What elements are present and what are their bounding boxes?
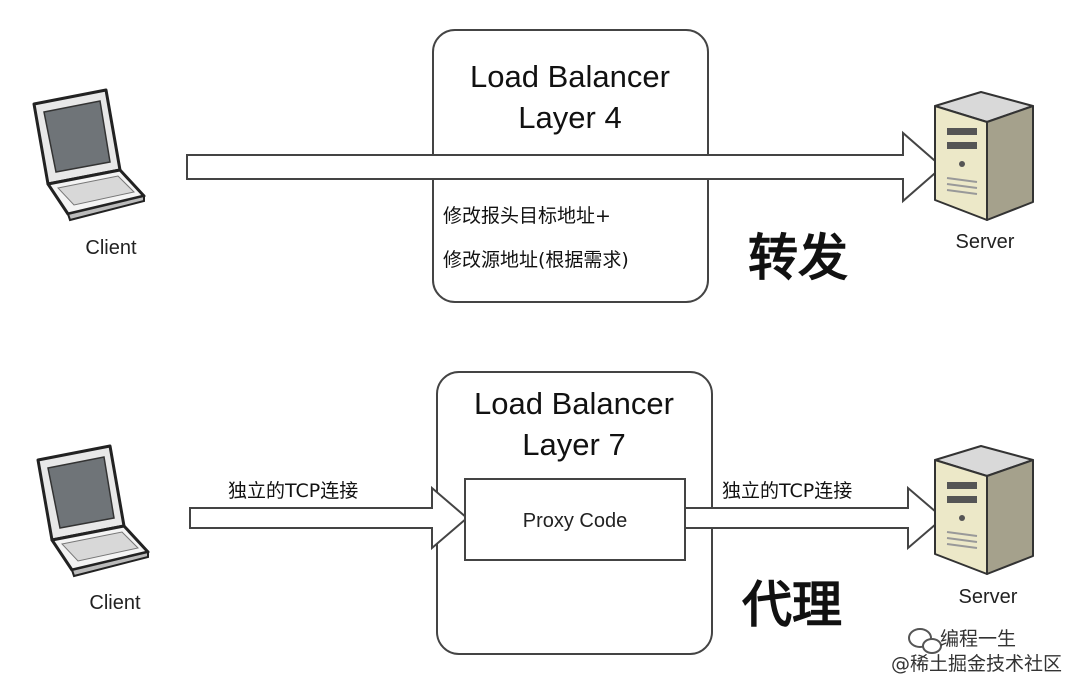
layer4-client-label: Client <box>85 237 137 259</box>
watermark-line1: 编程一生 <box>940 628 1016 650</box>
proxy-code-label: Proxy Code <box>523 510 628 532</box>
layer4-server-label: Server <box>956 231 1015 253</box>
layer7-left-connection-label: 独立的TCP连接 <box>228 480 358 502</box>
layer7-title-line2: Layer 7 <box>522 427 625 462</box>
layer4-note-line2: 修改源地址(根据需求) <box>443 249 629 271</box>
layer4-title-line1: Load Balancer <box>470 59 670 94</box>
layer7-right-arrow <box>684 485 945 551</box>
layer4-server-icon <box>934 91 1034 221</box>
layer7-server-icon <box>934 445 1034 575</box>
layer4-mode-label: 转发 <box>748 229 848 287</box>
layer7-server-label: Server <box>959 586 1018 608</box>
layer4-client-laptop-icon <box>32 88 146 222</box>
layer7-client-label: Client <box>89 592 141 614</box>
watermark-line2: @稀土掘金技术社区 <box>891 653 1062 675</box>
proxy-code-box <box>464 478 686 561</box>
layer7-mode-label: 代理 <box>741 576 842 634</box>
layer7-left-arrow <box>189 485 469 551</box>
layer7-title-line1: Load Balancer <box>474 386 674 421</box>
layer7-right-connection-label: 独立的TCP连接 <box>722 480 852 502</box>
layer4-title-line2: Layer 4 <box>518 100 621 135</box>
wechat-icon <box>908 628 942 654</box>
layer4-forward-arrow <box>186 130 944 204</box>
layer4-note-line1: 修改报头目标地址+ <box>443 205 611 227</box>
layer7-client-laptop-icon <box>36 444 150 578</box>
